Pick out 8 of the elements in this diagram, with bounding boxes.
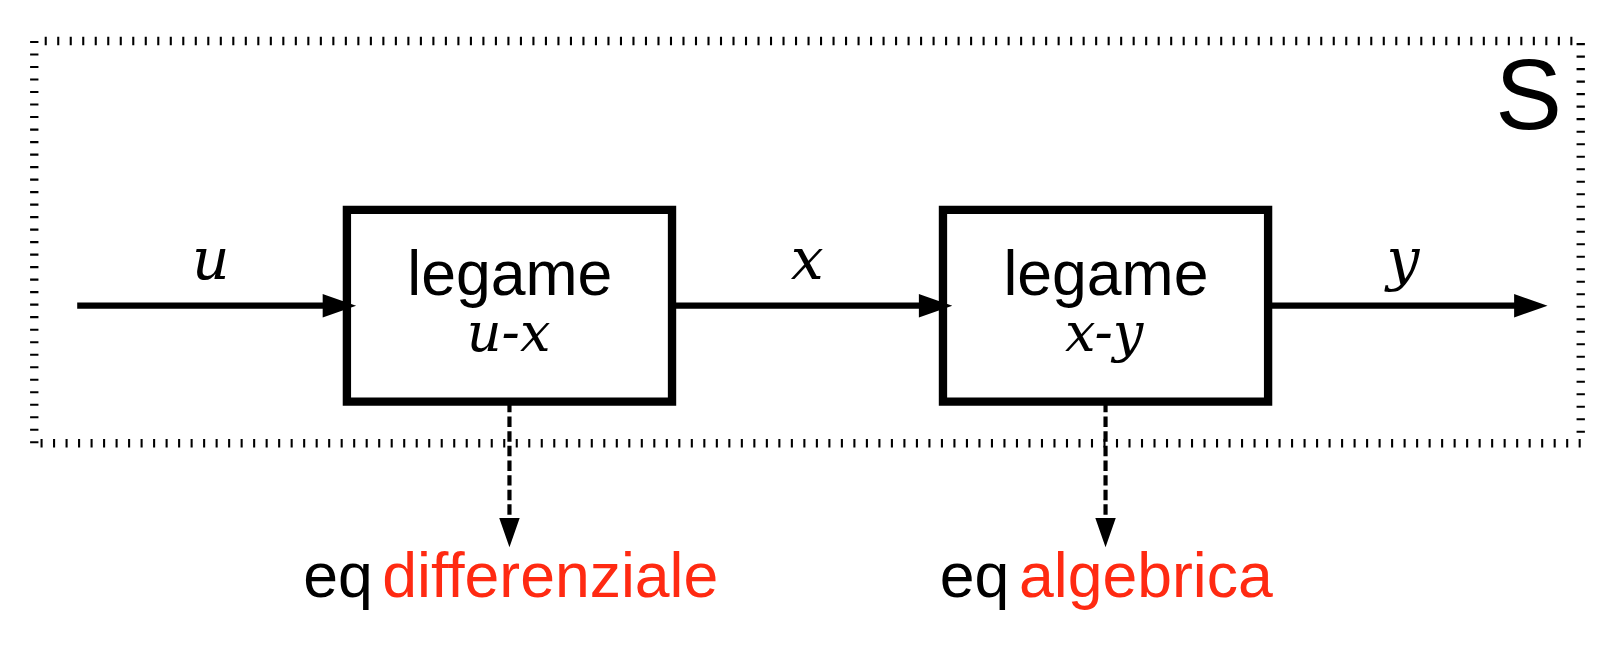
edge-label: y bbox=[1386, 224, 1420, 293]
node-box: legame x-y bbox=[938, 205, 1273, 406]
node-text: eq algebrica bbox=[939, 539, 1273, 610]
node-text: eq differenziale bbox=[303, 539, 719, 610]
arrow bbox=[77, 293, 357, 317]
edge-label: x bbox=[790, 224, 824, 293]
node-box: legame u-x bbox=[342, 205, 677, 406]
edge-label: u bbox=[192, 224, 230, 293]
